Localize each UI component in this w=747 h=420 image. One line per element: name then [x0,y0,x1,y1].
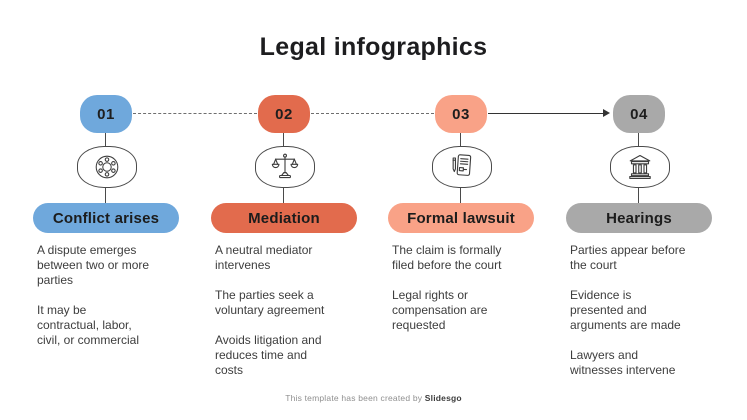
arrow-connector-3-4 [488,113,604,114]
page-title: Legal infographics [259,33,488,61]
step-4-number-badge: 04 [613,95,665,133]
footer-credit-text: This template has been created by [285,393,425,403]
vertical-link [460,133,461,146]
step-2-icon-frame [255,146,315,188]
step-1-description: A dispute emerges between two or more pa… [37,243,189,363]
vertical-link [105,186,106,203]
balance-scale-icon [271,153,299,179]
dashed-connector-1-2 [133,113,257,114]
footer-credit: This template has been created by Slides… [0,393,747,403]
step-1-label-pill: Conflict arises [33,203,179,233]
step-4-description: Parties appear before the court Evidence… [570,243,722,393]
step-3-label-pill: Formal lawsuit [388,203,534,233]
step-1-paragraph-2: It may be contractual, labor, civil, or … [37,303,140,347]
dashed-connector-2-3 [311,113,434,114]
courthouse-icon [629,154,651,179]
step-3-description: The claim is formally filed before the c… [392,243,544,348]
step-2-paragraph-2: The parties seek a voluntary agreement [215,288,325,317]
vertical-link [638,186,639,203]
step-2-description: A neutral mediator intervenes The partie… [215,243,367,393]
footer-brand: Slidesgo [424,393,462,403]
round-table-meeting-icon [95,155,119,179]
arrow-head-icon [603,109,610,117]
step-1-paragraph-1: A dispute emerges between two or more pa… [37,243,150,287]
vertical-link [460,186,461,203]
step-1-number-badge: 01 [80,95,132,133]
step-3-number-badge: 03 [435,95,487,133]
step-2-paragraph-3: Avoids litigation and reduces time and c… [215,333,322,377]
step-3-paragraph-1: The claim is formally filed before the c… [392,243,502,272]
step-2-paragraph-1: A neutral mediator intervenes [215,243,313,272]
step-2-label-pill: Mediation [211,203,357,233]
step-4-paragraph-2: Evidence is presented and arguments are … [570,288,681,332]
step-4-paragraph-3: Lawyers and witnesses intervene [570,348,676,377]
step-4-icon-frame [610,146,670,188]
vertical-link [105,133,106,146]
document-pen-icon [452,154,472,176]
vertical-link [638,133,639,146]
step-3-icon-frame [432,146,492,188]
step-4-label-pill: Hearings [566,203,712,233]
step-2-number-badge: 02 [258,95,310,133]
step-1-icon-frame [77,146,137,188]
step-4-paragraph-1: Parties appear before the court [570,243,686,272]
vertical-link [283,133,284,146]
step-3-paragraph-2: Legal rights or compensation are request… [392,288,488,332]
vertical-link [283,186,284,203]
